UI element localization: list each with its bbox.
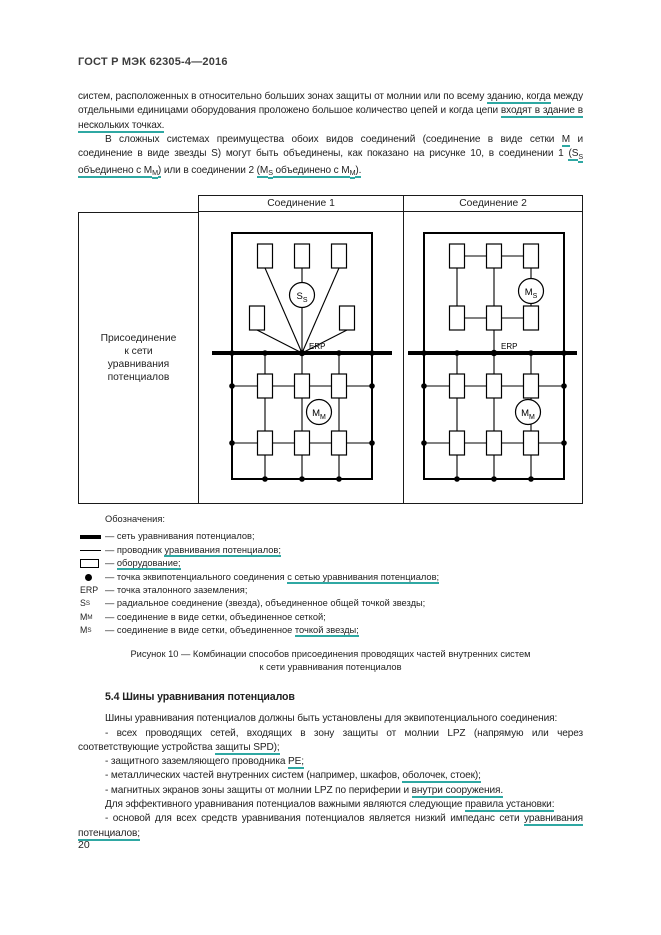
equipment-rects	[448, 243, 540, 456]
diagram-connection-1: SS MM ERP	[212, 232, 392, 482]
figure-side-label: Присоединение к сети уравнивания потенци…	[78, 212, 198, 504]
page-number: 20	[78, 839, 90, 851]
mm-circle	[514, 398, 542, 426]
erp-symbol: ERP	[80, 584, 99, 595]
bonding-points	[229, 349, 375, 482]
mm-circle	[305, 398, 333, 426]
intro-text-block: систем, расположенных в относительно бол…	[78, 90, 583, 181]
document-header: ГОСТ Р МЭК 62305-4—2016	[78, 56, 228, 68]
list-item: - основой для всех средств уравнивания п…	[78, 813, 583, 841]
ms-label: MS	[525, 287, 538, 300]
bonding-point-symbol	[85, 573, 92, 581]
list-item: - металлических частей внутренних систем…	[105, 770, 481, 784]
ss-circle	[288, 281, 316, 309]
legend-item: — проводник уравнивания потенциалов;	[78, 544, 583, 557]
erp-label: ERP	[501, 342, 517, 351]
equipment-rect-symbol	[80, 559, 99, 569]
thin-line-symbol	[80, 549, 101, 552]
section-heading: 5.4 Шины уравнивания потенциалов	[105, 691, 295, 703]
figure-panel-connection-2: MS MM ERP	[404, 212, 583, 504]
figure-col-header-connection-1: Соединение 1	[198, 195, 404, 212]
paragraph: Для эффективного уравнивания потенциалов…	[105, 799, 555, 813]
figure-legend: Обозначения: — сеть уравнивания потенциа…	[78, 513, 583, 638]
paragraph-intro-1: систем, расположенных в относительно бол…	[78, 91, 584, 133]
mm-label: MM	[521, 408, 535, 421]
legend-item: — сеть уравнивания потенциалов;	[78, 530, 583, 543]
section-5-4: 5.4 Шины уравнивания потенциалов Шины ур…	[78, 690, 583, 841]
legend-title: Обозначения:	[105, 514, 165, 524]
equipment-rects	[248, 243, 356, 456]
figure-caption: Рисунок 10 — Комбинации способов присоед…	[130, 649, 531, 672]
diagram-connection-2: MS MM ERP	[408, 232, 577, 482]
figure-panel-connection-1: SS MM ERP	[198, 212, 404, 504]
list-item: - защитного заземляющего проводника PE;	[105, 756, 304, 770]
legend-item: ERP — точка эталонного заземления;	[78, 584, 583, 597]
mm-label: MM	[312, 408, 326, 421]
erp-label: ERP	[309, 342, 325, 351]
figure-10: Соединение 1 Соединение 2 Присоединение …	[78, 195, 583, 504]
paragraph-intro-2: В сложных системах преимущества обоих ви…	[78, 133, 583, 180]
ss-label: SS	[296, 291, 307, 304]
thick-line-symbol	[80, 535, 101, 539]
ms-circle	[517, 277, 545, 305]
figure-col-header-connection-2: Соединение 2	[404, 195, 583, 212]
list-item: - всех проводящих сетей, входящих в зону…	[78, 727, 584, 755]
legend-item: — точка эквипотенциального соединения с …	[78, 570, 583, 584]
bonding-points	[421, 349, 567, 482]
legend-item: — оборудование;	[78, 557, 583, 571]
list-item: - магнитных экранов зоны защиты от молни…	[105, 784, 504, 798]
paragraph: Шины уравнивания потенциалов должны быть…	[105, 713, 558, 725]
